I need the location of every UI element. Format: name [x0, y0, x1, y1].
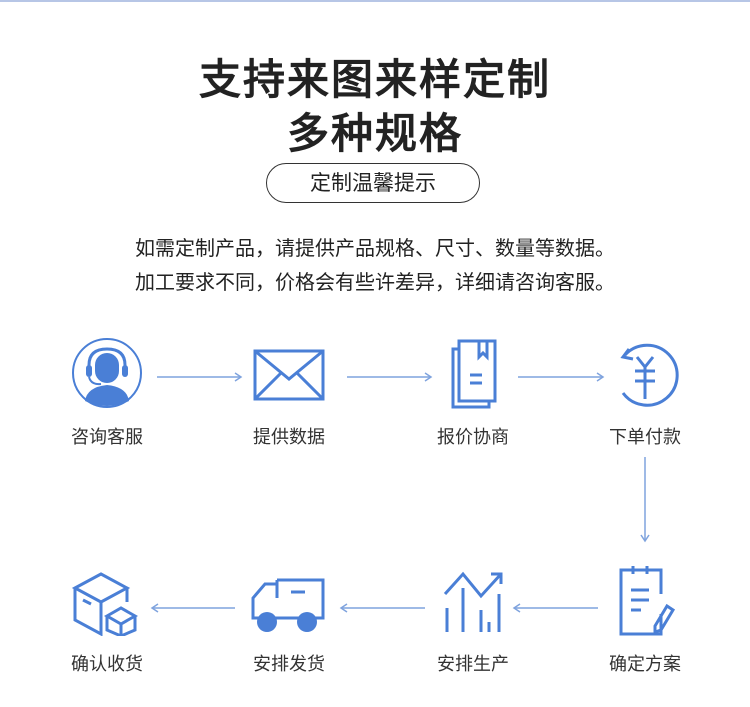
description-line-2: 加工要求不同，价格会有些许差异，详细请咨询客服。: [135, 270, 615, 294]
step-consult: 咨询客服: [47, 337, 167, 449]
tip-badge: 定制温馨提示: [266, 163, 480, 203]
step-shipping: 安排发货: [229, 564, 349, 676]
step-label: 下单付款: [609, 427, 681, 448]
step-label: 安排发货: [253, 654, 325, 675]
yuan-payment-icon: [620, 343, 679, 407]
step-label: 确认收货: [71, 654, 143, 675]
step-production: 安排生产: [413, 564, 533, 676]
step-label: 提供数据: [253, 427, 325, 448]
step-confirm-plan: 确定方案: [585, 564, 705, 676]
step-receipt: 确认收货: [47, 564, 167, 676]
growth-chart-icon: [443, 571, 503, 632]
arrow-right-3: [518, 372, 605, 382]
step-provide-data: 提供数据: [229, 337, 349, 449]
step-payment: 下单付款: [585, 337, 705, 449]
arrow-down: [640, 457, 650, 543]
arrow-right-2: [347, 372, 433, 382]
notepad-icon: [619, 566, 676, 636]
arrow-left-3: [150, 603, 235, 613]
truck-icon: [251, 578, 325, 632]
envelope-icon: [253, 349, 325, 401]
step-label: 咨询客服: [71, 427, 143, 448]
step-quote: 报价协商: [413, 337, 533, 449]
step-label: 确定方案: [609, 654, 681, 675]
document-icon: [451, 339, 497, 409]
arrow-right-1: [157, 372, 243, 382]
arrow-left-1: [512, 603, 598, 613]
title-line-1: 支持来图来样定制: [198, 55, 551, 104]
customer-service-icon: [72, 338, 142, 408]
step-label: 安排生产: [437, 654, 509, 675]
title-line-2: 多种规格: [286, 109, 463, 158]
description-line-1: 如需定制产品，请提供产品规格、尺寸、数量等数据。: [135, 236, 615, 260]
package-icon: [71, 572, 139, 636]
step-label: 报价协商: [437, 427, 509, 448]
arrow-left-2: [339, 603, 425, 613]
